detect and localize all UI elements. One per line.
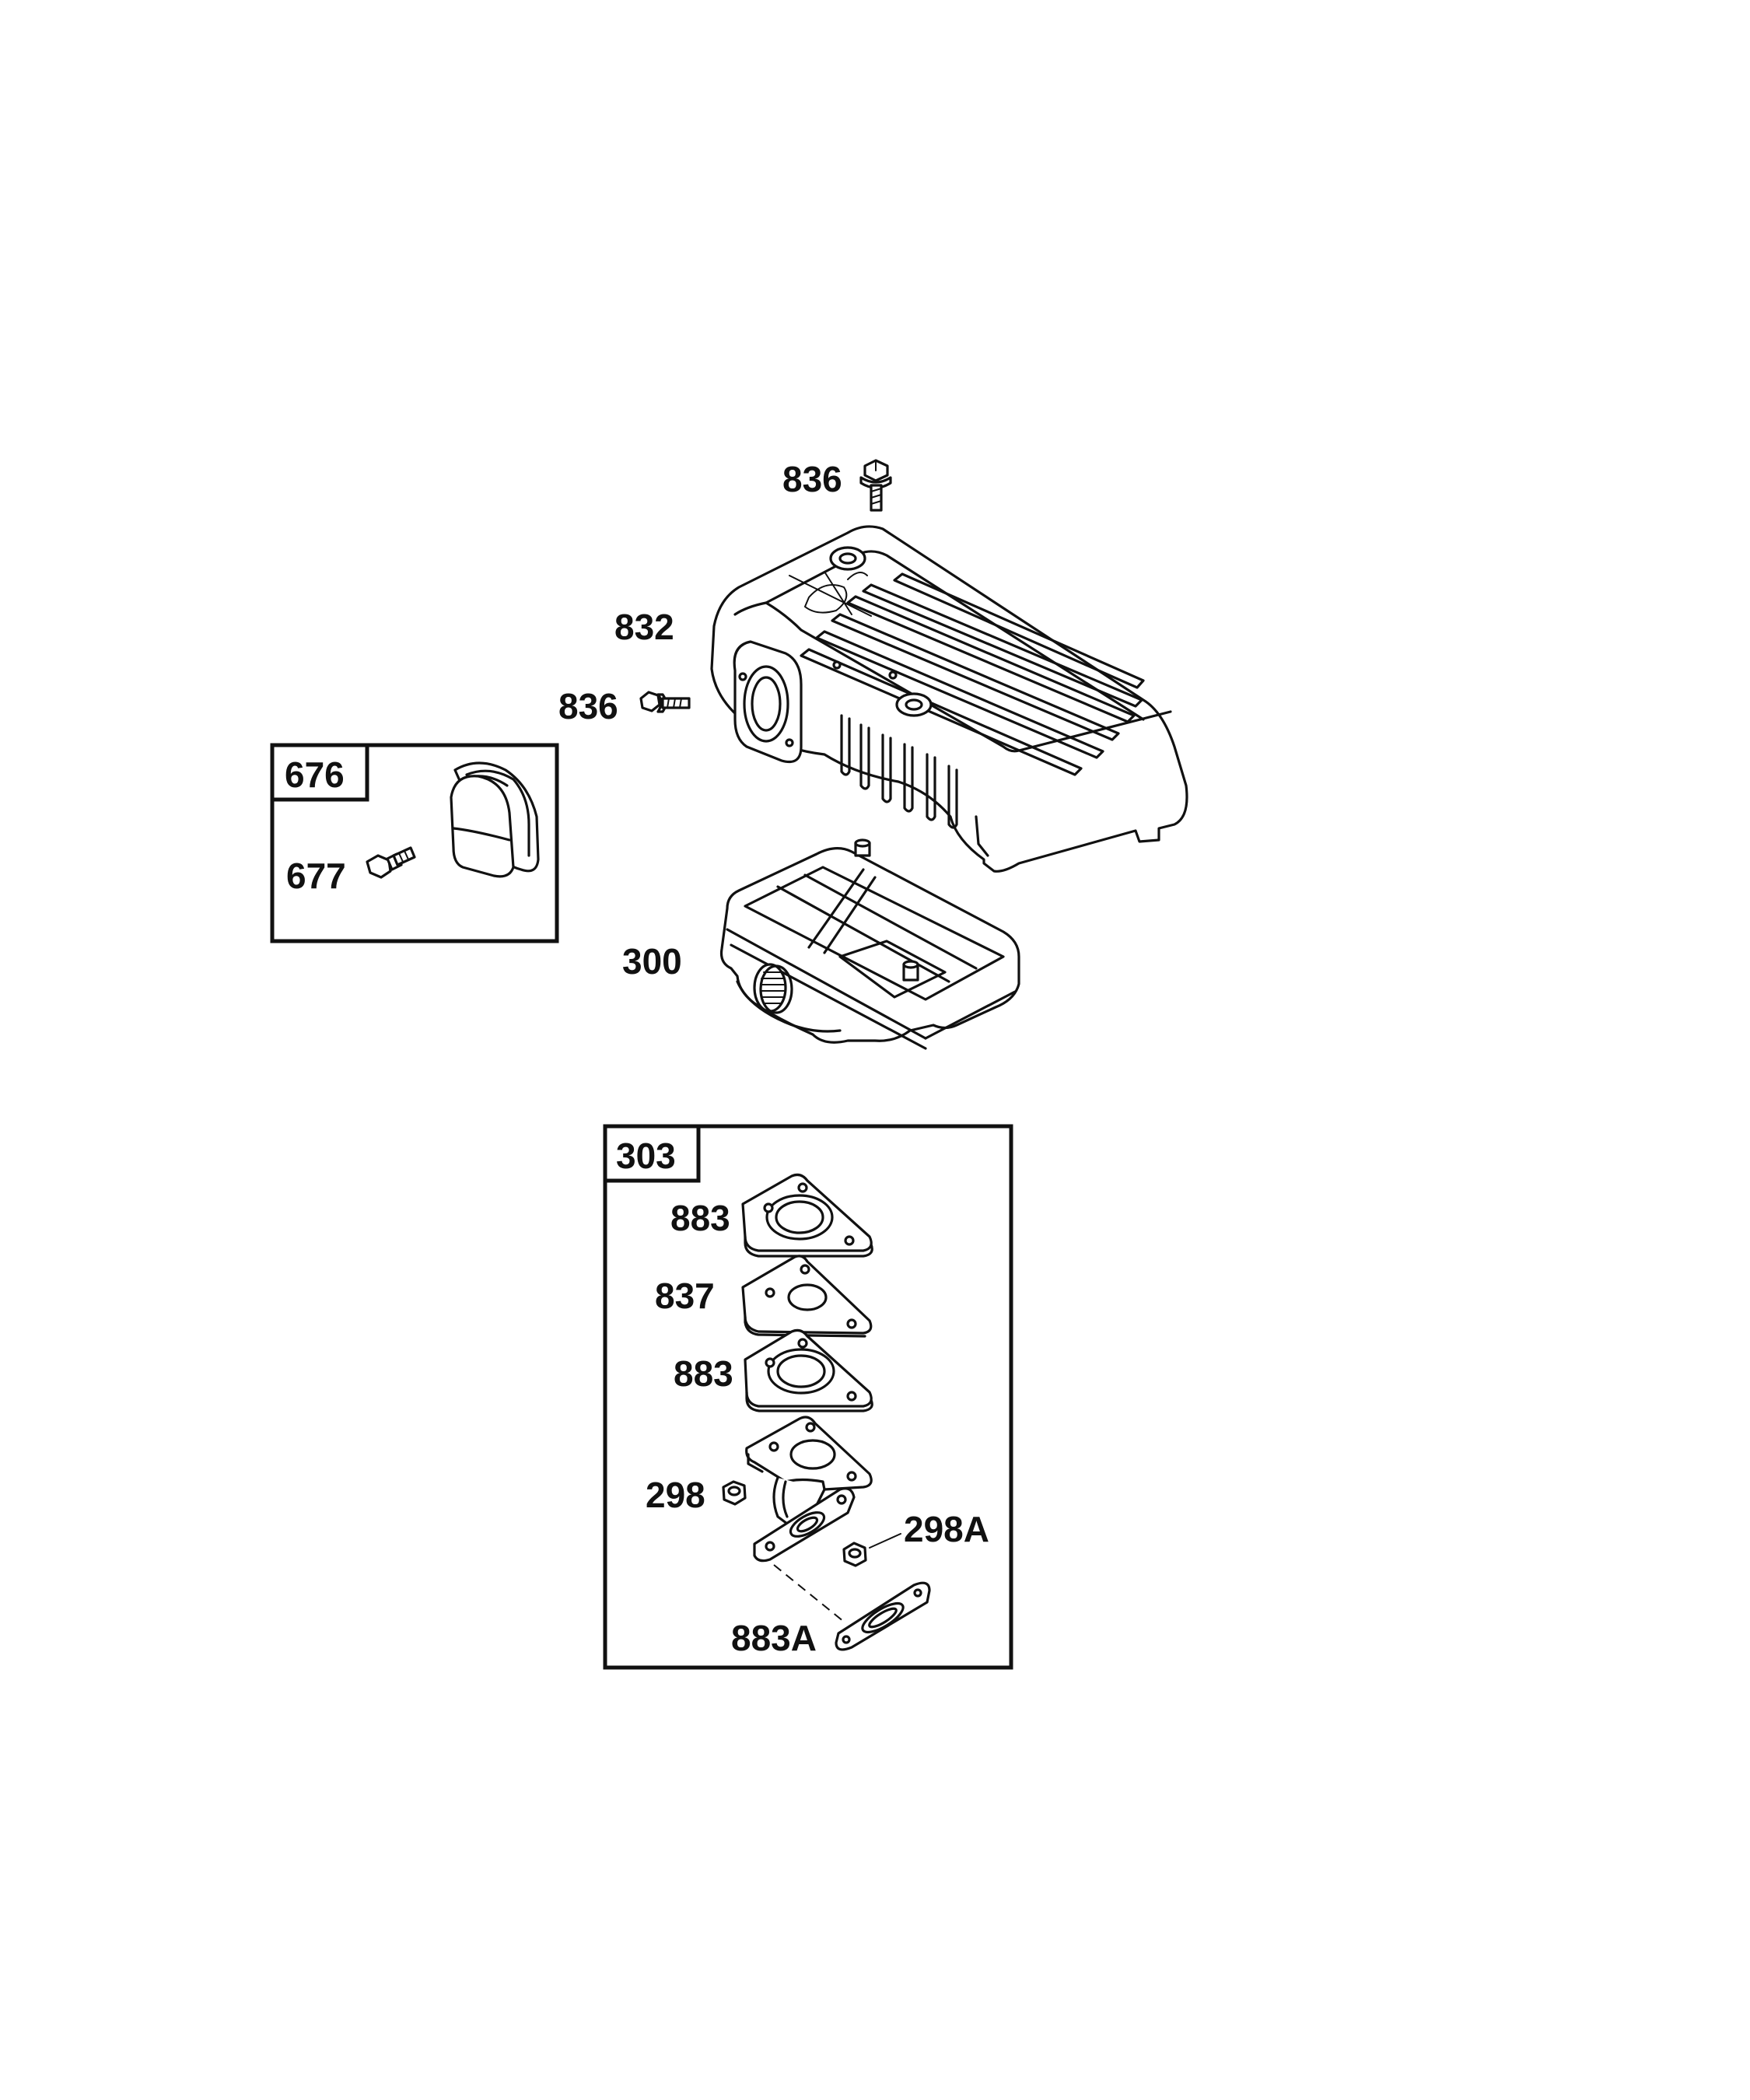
deflector-kit-676-box	[270, 743, 559, 943]
label-883a: 883A	[731, 1618, 817, 1658]
spacer-837[interactable]	[741, 1255, 873, 1338]
label-303: 303	[616, 1136, 676, 1176]
label-677: 677	[286, 856, 346, 896]
exhaust-elbow[interactable]	[745, 1416, 873, 1563]
leader-298a	[869, 1533, 901, 1549]
label-883-upper: 883	[670, 1198, 730, 1238]
bolt-836-top[interactable]	[859, 459, 892, 512]
label-676: 676	[285, 754, 345, 795]
alignment-dashed-line	[773, 1564, 845, 1622]
heat-shield-832[interactable]	[710, 525, 1188, 873]
label-836-top: 836	[782, 459, 842, 499]
spark-deflector-676[interactable]	[450, 761, 540, 878]
nut-298a[interactable]	[842, 1542, 867, 1567]
gasket-883a[interactable]	[835, 1581, 931, 1651]
label-837: 837	[655, 1276, 715, 1316]
screw-677[interactable]	[366, 846, 416, 879]
label-298a: 298A	[904, 1509, 989, 1549]
gasket-883-upper[interactable]	[741, 1173, 873, 1258]
muffler-300[interactable]	[719, 838, 1020, 1050]
gasket-kit-303-box	[603, 1124, 1013, 1670]
bolt-836-side[interactable]	[639, 691, 691, 713]
gasket-883-lower[interactable]	[744, 1328, 873, 1412]
label-836-side: 836	[558, 686, 618, 726]
label-300: 300	[622, 941, 682, 982]
nut-298[interactable]	[722, 1480, 747, 1506]
label-298: 298	[646, 1475, 705, 1515]
label-883-lower: 883	[674, 1353, 733, 1394]
label-832: 832	[614, 607, 674, 647]
